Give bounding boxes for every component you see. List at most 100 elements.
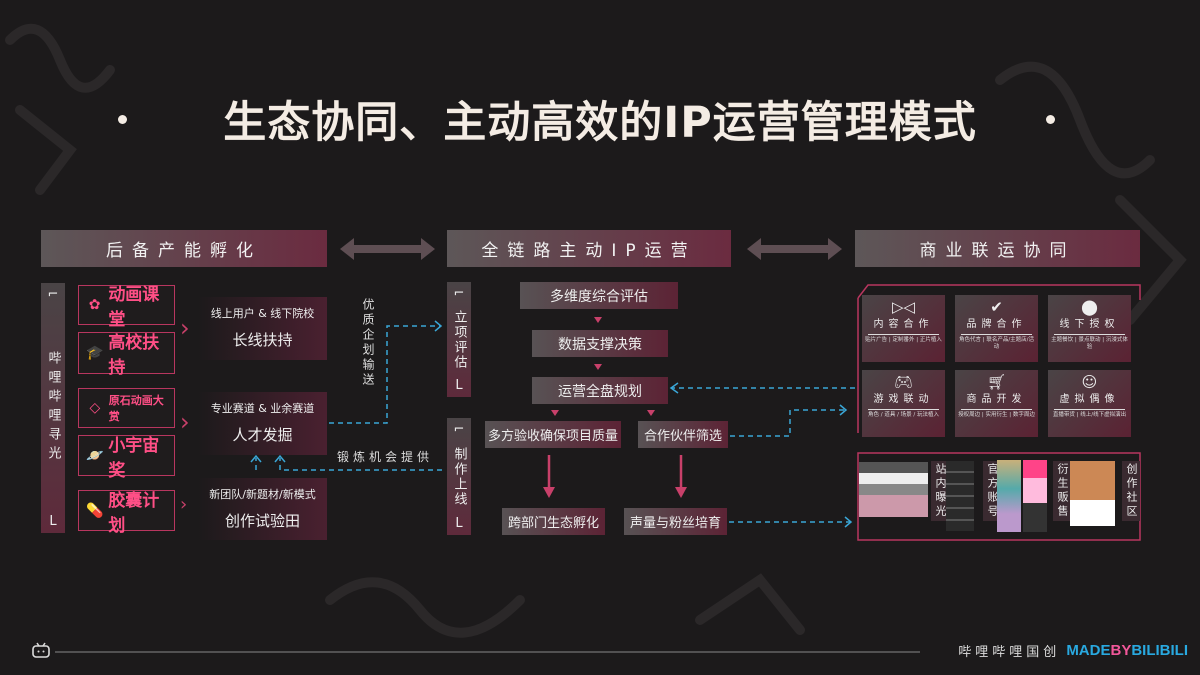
screenshot-official-account xyxy=(997,460,1021,532)
program-label: 动画课堂 xyxy=(108,285,160,330)
flow-label-opportunity: 锻炼机会提供 xyxy=(337,450,434,464)
result-long-term-support: 线上用户 & 线下院校长线扶持 xyxy=(198,297,327,360)
program-cosmos-award[interactable]: 🪐小宇宙奖 xyxy=(78,435,175,481)
capsule-icon: 💊 xyxy=(85,502,104,519)
card-brand-cooperation: ✔ 品牌合作角色代言 | 联名产品/主题店/活动 xyxy=(955,295,1038,362)
arrow-down-icon xyxy=(594,364,602,370)
screenshot-site-exposure xyxy=(859,462,928,517)
card-label: 商品开发 xyxy=(966,394,1027,405)
program-campus[interactable]: 🎓高校扶持 xyxy=(78,332,175,378)
chevron-right-icon: › xyxy=(180,494,188,515)
video-icon: ▷◁ xyxy=(891,298,916,316)
bracket-top: ⌐ xyxy=(453,422,465,437)
card-sub: 授权周边 | 实用衍生 | 数字周边 xyxy=(958,412,1035,418)
program-capsule[interactable]: 💊胶囊计划 xyxy=(78,490,175,536)
card-content-cooperation: ▷◁内容合作贴片广告 | 定制番外 | 正片植入 xyxy=(862,295,945,362)
planet-icon: 🪐 xyxy=(85,447,104,464)
gamepad-icon: 🎮︎ xyxy=(893,373,914,391)
card-label: 虚拟偶像 xyxy=(1059,394,1120,405)
group-label: 哔哩哔哩寻光 xyxy=(45,351,61,465)
logo-made: MADE xyxy=(1066,642,1111,659)
screenshot-merch xyxy=(1070,461,1115,526)
virtual-idol-icon: ☺ xyxy=(1081,373,1098,391)
result-talent-discovery: 专业赛道 & 业余赛道人才发掘 xyxy=(198,392,327,455)
page-title: 生态协同、主动高效的IP运营管理模式 xyxy=(223,98,977,148)
bilibili-tv-icon xyxy=(32,642,50,658)
card-label: 游戏联动 xyxy=(873,394,934,405)
bracket-top: ⌐ xyxy=(453,286,465,301)
arrow-down-icon xyxy=(594,317,602,323)
media-label: 站内曝光 xyxy=(931,461,949,521)
campus-icon: 🎓 xyxy=(85,345,104,361)
logo-bilibili: BILIBILI xyxy=(1131,642,1188,659)
made-by-bilibili-logo: MADEBYBILIBILI xyxy=(1066,642,1188,659)
media-label: 官方账号 xyxy=(983,461,1001,521)
screenshot-feed xyxy=(946,461,974,531)
media-label: 创作社区 xyxy=(1122,461,1140,521)
section-header-incubation: 后备产能孵化 xyxy=(41,230,327,267)
result-main: 人才发掘 xyxy=(232,426,293,444)
result-sub: 专业赛道 & 业余赛道 xyxy=(210,402,315,415)
title-bullet xyxy=(118,115,127,124)
logo-by: BY xyxy=(1110,642,1132,659)
card-game-linkage: 🎮︎ 游戏联动角色 / 道具 / 场景 / 玩法植入 xyxy=(862,370,945,437)
result-main: 创作试验田 xyxy=(224,512,300,530)
step-quality-check: 多方验收确保项目质量 xyxy=(485,421,621,448)
section-header-operation: 全链路主动IP运营 xyxy=(447,230,731,267)
stage-bar-production: ⌐ 制作上线 L xyxy=(447,418,471,535)
bracket-bottom: L xyxy=(455,516,463,531)
cart-icon: 🛒︎ xyxy=(986,373,1007,391)
double-arrow-icon xyxy=(340,238,435,260)
brand-cn: 哔哩哔哩国创 xyxy=(958,645,1061,660)
program-label: 小宇宙奖 xyxy=(108,435,160,481)
gem-icon: ◇ xyxy=(89,400,101,416)
result-trial-field: 新团队/新题材/新模式创作试验田 xyxy=(198,478,327,540)
flow-label-delivery: 优质企划输送 xyxy=(361,298,375,388)
result-sub: 新团队/新题材/新模式 xyxy=(209,488,316,501)
program-animation-class[interactable]: ✿ 动画课堂 xyxy=(78,285,175,330)
card-sub: 角色 / 道具 / 场景 / 玩法植入 xyxy=(867,412,940,418)
location-pin-icon: ⬤ xyxy=(1081,298,1098,316)
step-ecosystem: 跨部门生态孵化 xyxy=(502,508,605,535)
double-arrow-icon xyxy=(747,238,842,260)
result-main: 长线扶持 xyxy=(232,331,293,349)
step-data-decision: 数据支撑决策 xyxy=(532,330,668,357)
animation-class-icon: ✿ xyxy=(88,297,101,313)
bracket-bottom: L xyxy=(455,378,463,393)
stage-label: 制作上线 xyxy=(451,446,467,507)
footer-brand: 哔哩哔哩国创 MADEBYBILIBILI xyxy=(958,641,1188,660)
card-label: 内容合作 xyxy=(873,319,934,330)
bracket-bottom: L xyxy=(49,514,57,529)
arrow-down-icon xyxy=(647,410,655,416)
card-sub: 角色代言 | 联名产品/主题店/活动 xyxy=(958,337,1035,350)
card-virtual-idol: ☺ 虚拟偶像直播带货 | 线上/线下虚拟演出 xyxy=(1048,370,1131,437)
arrow-down-icon xyxy=(551,410,559,416)
card-sub: 直播带货 | 线上/线下虚拟演出 xyxy=(1052,412,1127,418)
stage-label: 立项评估 xyxy=(451,309,467,370)
chevron-right-icon: › xyxy=(180,408,190,436)
badge-check-icon: ✔ xyxy=(990,298,1003,316)
chevron-right-icon: › xyxy=(180,314,190,342)
stage-bar-approval: ⌐ 立项评估 L xyxy=(447,282,471,397)
program-label: 原石动画大赏 xyxy=(108,394,164,423)
title-bullet xyxy=(1046,115,1055,124)
card-merchandise: 🛒︎ 商品开发授权周边 | 实用衍生 | 数字周边 xyxy=(955,370,1038,437)
step-planning: 运营全盘规划 xyxy=(532,377,668,404)
result-sub: 线上用户 & 线下院校 xyxy=(210,307,315,320)
card-label: 线下授权 xyxy=(1059,319,1120,330)
screenshot-official-account xyxy=(1023,460,1047,532)
bracket-top: ⌐ xyxy=(47,287,59,302)
media-label: 衍生贩售 xyxy=(1053,461,1071,521)
program-label: 胶囊计划 xyxy=(108,490,160,536)
card-sub: 主题餐饮 | 景点联动 | 沉浸式体验 xyxy=(1051,337,1128,350)
program-gem-award[interactable]: ◇ 原石动画大赏 xyxy=(78,388,175,428)
card-offline-license: ⬤ 线下授权主题餐饮 | 景点联动 | 沉浸式体验 xyxy=(1048,295,1131,362)
card-label: 品牌合作 xyxy=(966,319,1027,330)
program-label: 高校扶持 xyxy=(108,333,160,378)
section-header-commercial: 商业联运协同 xyxy=(855,230,1140,267)
step-partner-selection: 合作伙伴筛选 xyxy=(638,421,728,448)
step-fan-growth: 声量与粉丝培育 xyxy=(624,508,727,535)
step-evaluation: 多维度综合评估 xyxy=(520,282,678,309)
